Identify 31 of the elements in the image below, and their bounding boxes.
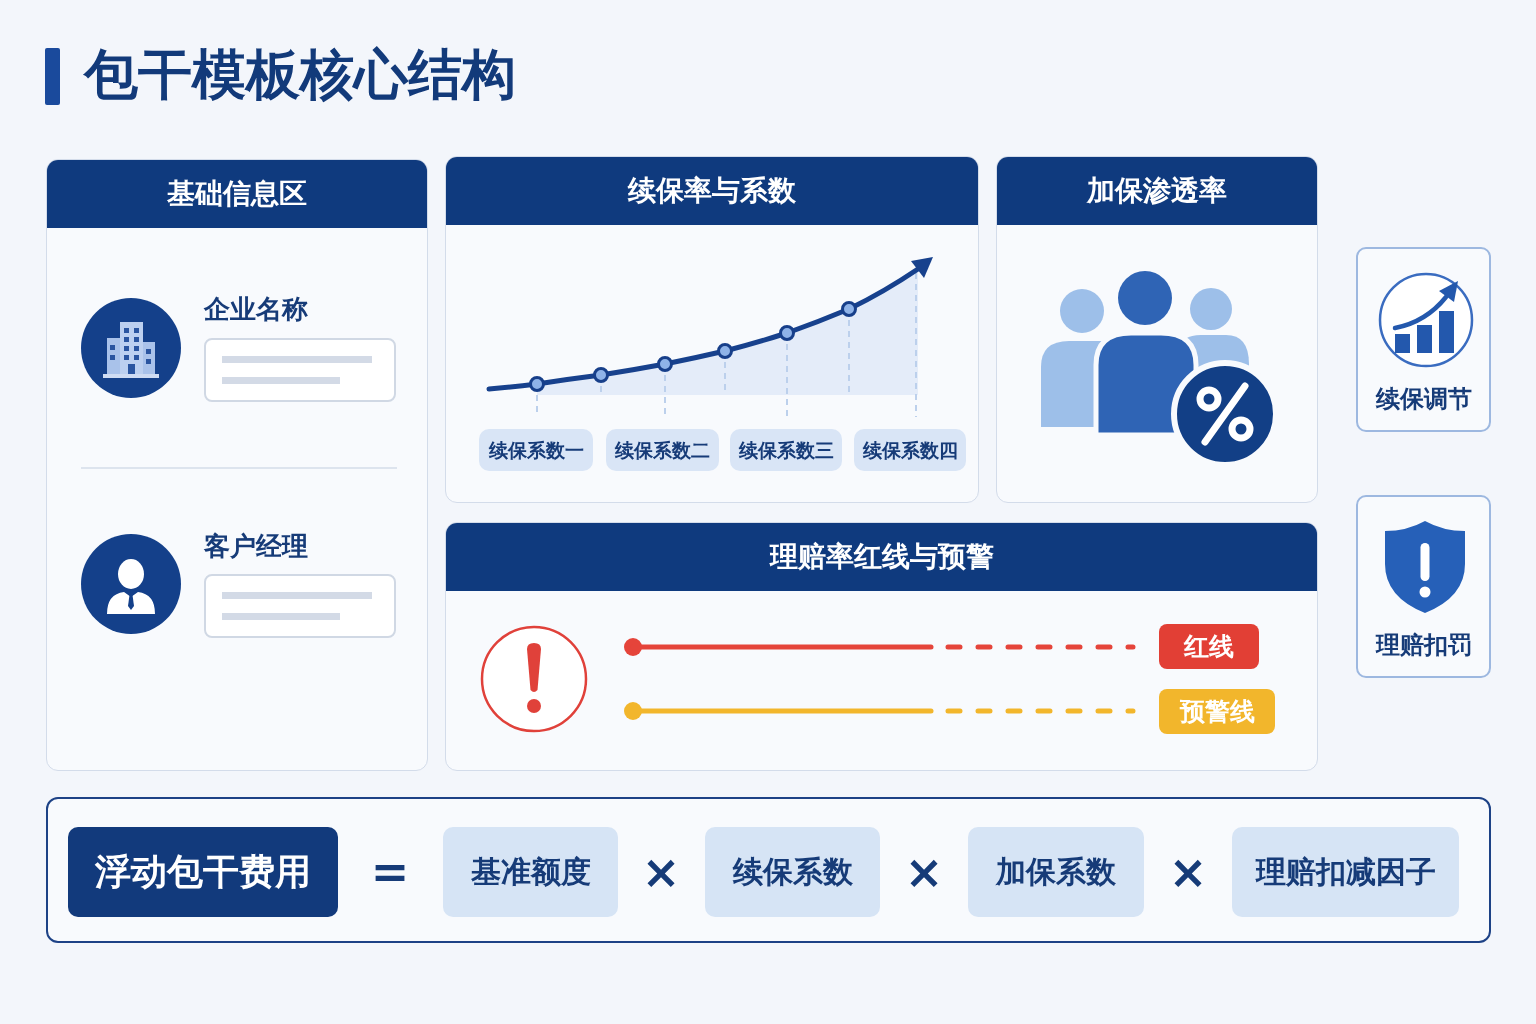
field-label: 客户经理 bbox=[204, 530, 308, 563]
status-tag: 红线 bbox=[1159, 624, 1259, 669]
panel-header: 加保渗透率 bbox=[997, 157, 1317, 225]
factor-term: 基准额度 bbox=[443, 827, 618, 917]
coefficient-tag: 续保系数四 bbox=[854, 429, 966, 471]
card-label: 续保调节 bbox=[1374, 384, 1473, 415]
factor-term: 理赔扣减因子 bbox=[1232, 827, 1459, 917]
panel-header: 基础信息区 bbox=[47, 160, 427, 228]
feature-card bbox=[1356, 247, 1491, 432]
operator-sign: × bbox=[640, 844, 682, 901]
factor-term: 加保系数 bbox=[968, 827, 1144, 917]
status-tag: 预警线 bbox=[1159, 689, 1275, 734]
coefficient-tag: 续保系数一 bbox=[479, 429, 593, 471]
factor-term: 续保系数 bbox=[705, 827, 880, 917]
info-panel bbox=[46, 159, 428, 771]
operator-sign: = bbox=[369, 844, 411, 901]
card-label: 理赔扣罚 bbox=[1374, 630, 1473, 661]
panel-header: 续保率与系数 bbox=[446, 157, 978, 225]
field-label: 企业名称 bbox=[204, 293, 308, 326]
coefficient-tag: 续保系数二 bbox=[606, 429, 719, 471]
page-title: 包干模板核心结构 bbox=[84, 42, 516, 108]
stat-panel bbox=[996, 156, 1318, 503]
feature-card bbox=[1356, 495, 1491, 678]
result-term: 浮动包干费用 bbox=[68, 827, 338, 917]
coefficient-tag: 续保系数三 bbox=[730, 429, 842, 471]
formula-panel bbox=[46, 797, 1491, 943]
operator-sign: × bbox=[1167, 844, 1209, 901]
operator-sign: × bbox=[903, 844, 945, 901]
chart-panel bbox=[445, 156, 979, 503]
alert-panel bbox=[445, 522, 1318, 771]
panel-header: 理赔率红线与预警 bbox=[446, 523, 1317, 591]
